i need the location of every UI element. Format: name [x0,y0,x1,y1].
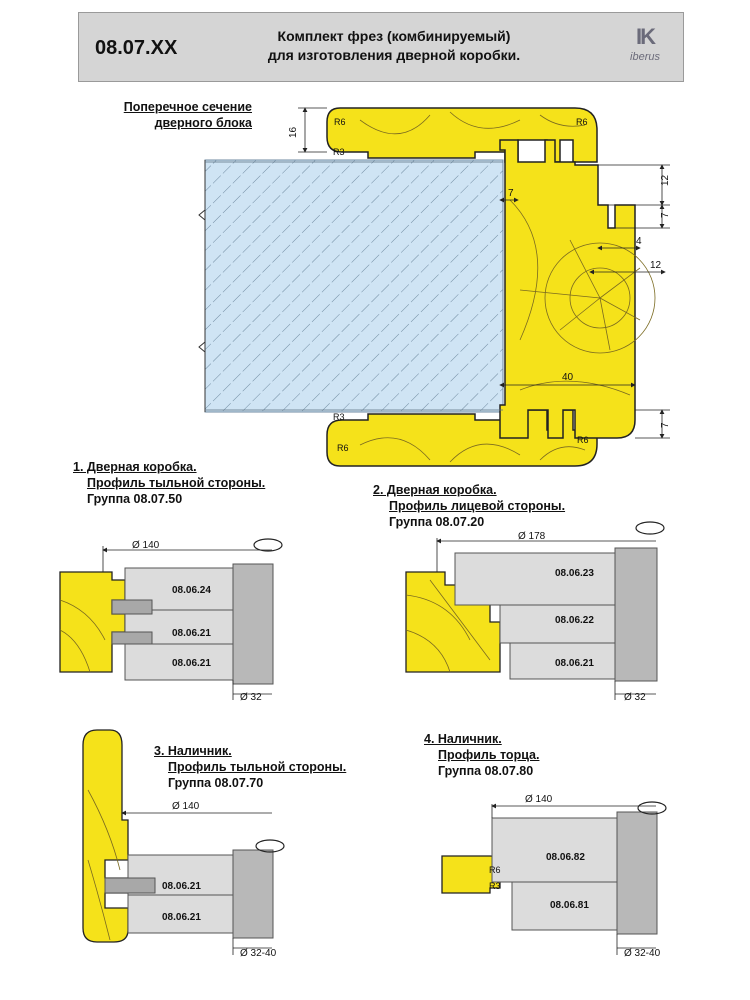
cross-section-title-line-1: Поперечное сечение [123,100,252,114]
section-3-bore: Ø 32-40 [240,948,277,959]
radius-r3-bottom-left: R3 [333,412,345,422]
dim-7-bottom: 7 [660,422,671,428]
title-line-2: для изготовления дверной коробки. [267,47,521,63]
dim-16: 16 [288,126,299,138]
section-2-tool-3: 08.06.21 [555,658,594,669]
section-4-cutter-1 [491,817,618,883]
dim-40: 40 [562,372,574,383]
section-2-cutter-2 [499,604,616,644]
section-1-drawing: Ø 140 Ø 32 08.06.24 08.06.21 08.06.21 [59,538,283,703]
dimension-lines [298,107,670,439]
section-1-tool-1: 08.06.24 [172,585,211,596]
break-mark-bottom [198,341,206,353]
cross-section-drawing: 16 7 12 7 4 12 40 7 R6 R3 R6 R3 R6 R6 [198,107,671,467]
section-1-bore: Ø 32 [240,692,262,703]
section-4-caption: 4. Наличник. Профиль торца. Группа 08.07… [424,731,539,779]
section-4-diameter: Ø 140 [525,794,553,805]
section-4-bore: Ø 32-40 [624,948,661,959]
logo-text: iberus [630,51,660,63]
section-2-tool-2: 08.06.22 [555,615,594,626]
section-2-cutter-3 [509,642,616,680]
section-4-line-1: 4. Наличник. [424,732,502,746]
section-1-caption: 1. Дверная коробка. Профиль тыльной стор… [73,459,265,507]
dim-12-depth: 12 [650,260,662,271]
section-1-line-1: 1. Дверная коробка. [73,460,197,474]
section-4-cutter-2 [511,881,618,931]
section-2-diameter: Ø 178 [518,531,546,542]
radius-r6-top-right: R6 [576,117,588,127]
section-1-tool-3: 08.06.21 [172,658,211,669]
cross-section-title-line-2: дверного блока [154,116,252,130]
radius-r3-top-left: R3 [333,147,345,157]
section-4-line-2: Профиль торца. [438,748,540,762]
section-4-group: Группа 08.07.80 [438,764,534,778]
section-2-spindle [614,547,658,682]
section-3-diameter: Ø 140 [172,801,200,812]
section-3-line-1: 3. Наличник. [154,744,232,758]
break-mark-top [198,209,206,221]
section-1-line-2: Профиль тыльной стороны. [87,476,266,490]
wood-grain [359,111,656,463]
section-1-rotation-icon [253,538,283,552]
section-3-tool-2: 08.06.21 [162,912,201,923]
section-3-line-2: Профиль тыльной стороны. [168,760,347,774]
section-2-line-1: 2. Дверная коробка. [373,483,497,497]
section-2-cutter-1 [454,552,616,606]
cross-section-title: Поперечное сечение дверного блока [122,99,252,131]
section-4-drawing: Ø 140 Ø 32-40 08.06.82 08.06.81 R6 R3 [441,794,667,959]
section-3-tool-1: 08.06.21 [162,881,201,892]
radius-r6-bottom-left: R6 [337,443,349,453]
section-4-radius-r6: R6 [489,865,501,875]
section-2-drawing: Ø 178 Ø 32 08.06.23 08.06.22 08.06.21 [405,521,665,703]
section-3-workpiece [82,729,129,943]
section-3-group: Группа 08.07.70 [168,776,264,790]
top-casing [326,107,598,163]
dim-7-groove: 7 [508,188,514,199]
section-2-line-2: Профиль лицевой стороны. [389,499,566,513]
section-2-rotation-icon [635,521,665,535]
section-4-spindle [616,811,658,935]
section-1-group: Группа 08.07.50 [87,492,183,506]
section-4-radius-r3: R3 [489,881,501,891]
product-title: Комплект фрез (комбинируемый) для изгото… [229,27,559,65]
section-2-bore: Ø 32 [624,692,646,703]
bottom-casing [326,409,598,467]
dim-7-right: 7 [660,212,671,218]
section-3-rotation-icon [255,839,285,853]
section-1-workpiece [59,571,126,673]
section-1-spindle [232,563,274,685]
section-2-group: Группа 08.07.20 [389,515,485,529]
logo-mark-icon: IK [636,24,656,49]
section-3-spindle [232,849,274,939]
product-code: 08.07.XX [95,37,178,59]
section-1-diameter: Ø 140 [132,540,160,551]
section-4-tool-2: 08.06.81 [550,900,589,911]
iberus-logo: IK iberus [615,23,675,73]
section-3-caption: 3. Наличник. Профиль тыльной стороны. Гр… [154,743,346,791]
door-panel-hatch [205,160,503,412]
section-3-drawing: Ø 140 Ø 32-40 08.06.21 08.06.21 [82,729,285,959]
door-frame-jamb [499,139,636,439]
title-block: 08.07.XX Комплект фрез (комбинируемый) д… [78,12,684,82]
dim-12-right: 12 [660,174,671,186]
section-2-tool-1: 08.06.23 [555,568,594,579]
dim-4: 4 [636,236,642,247]
section-4-rotation-icon [637,801,667,815]
section-4-tool-1: 08.06.82 [546,852,585,863]
section-2-caption: 2. Дверная коробка. Профиль лицевой стор… [373,482,565,530]
section-1-tool-2: 08.06.21 [172,628,211,639]
radius-r6-top-left: R6 [334,117,346,127]
radius-r6-bottom-right: R6 [577,435,589,445]
title-line-1: Комплект фрез (комбинируемый) [277,28,511,44]
section-1-cutter-3 [124,643,234,681]
